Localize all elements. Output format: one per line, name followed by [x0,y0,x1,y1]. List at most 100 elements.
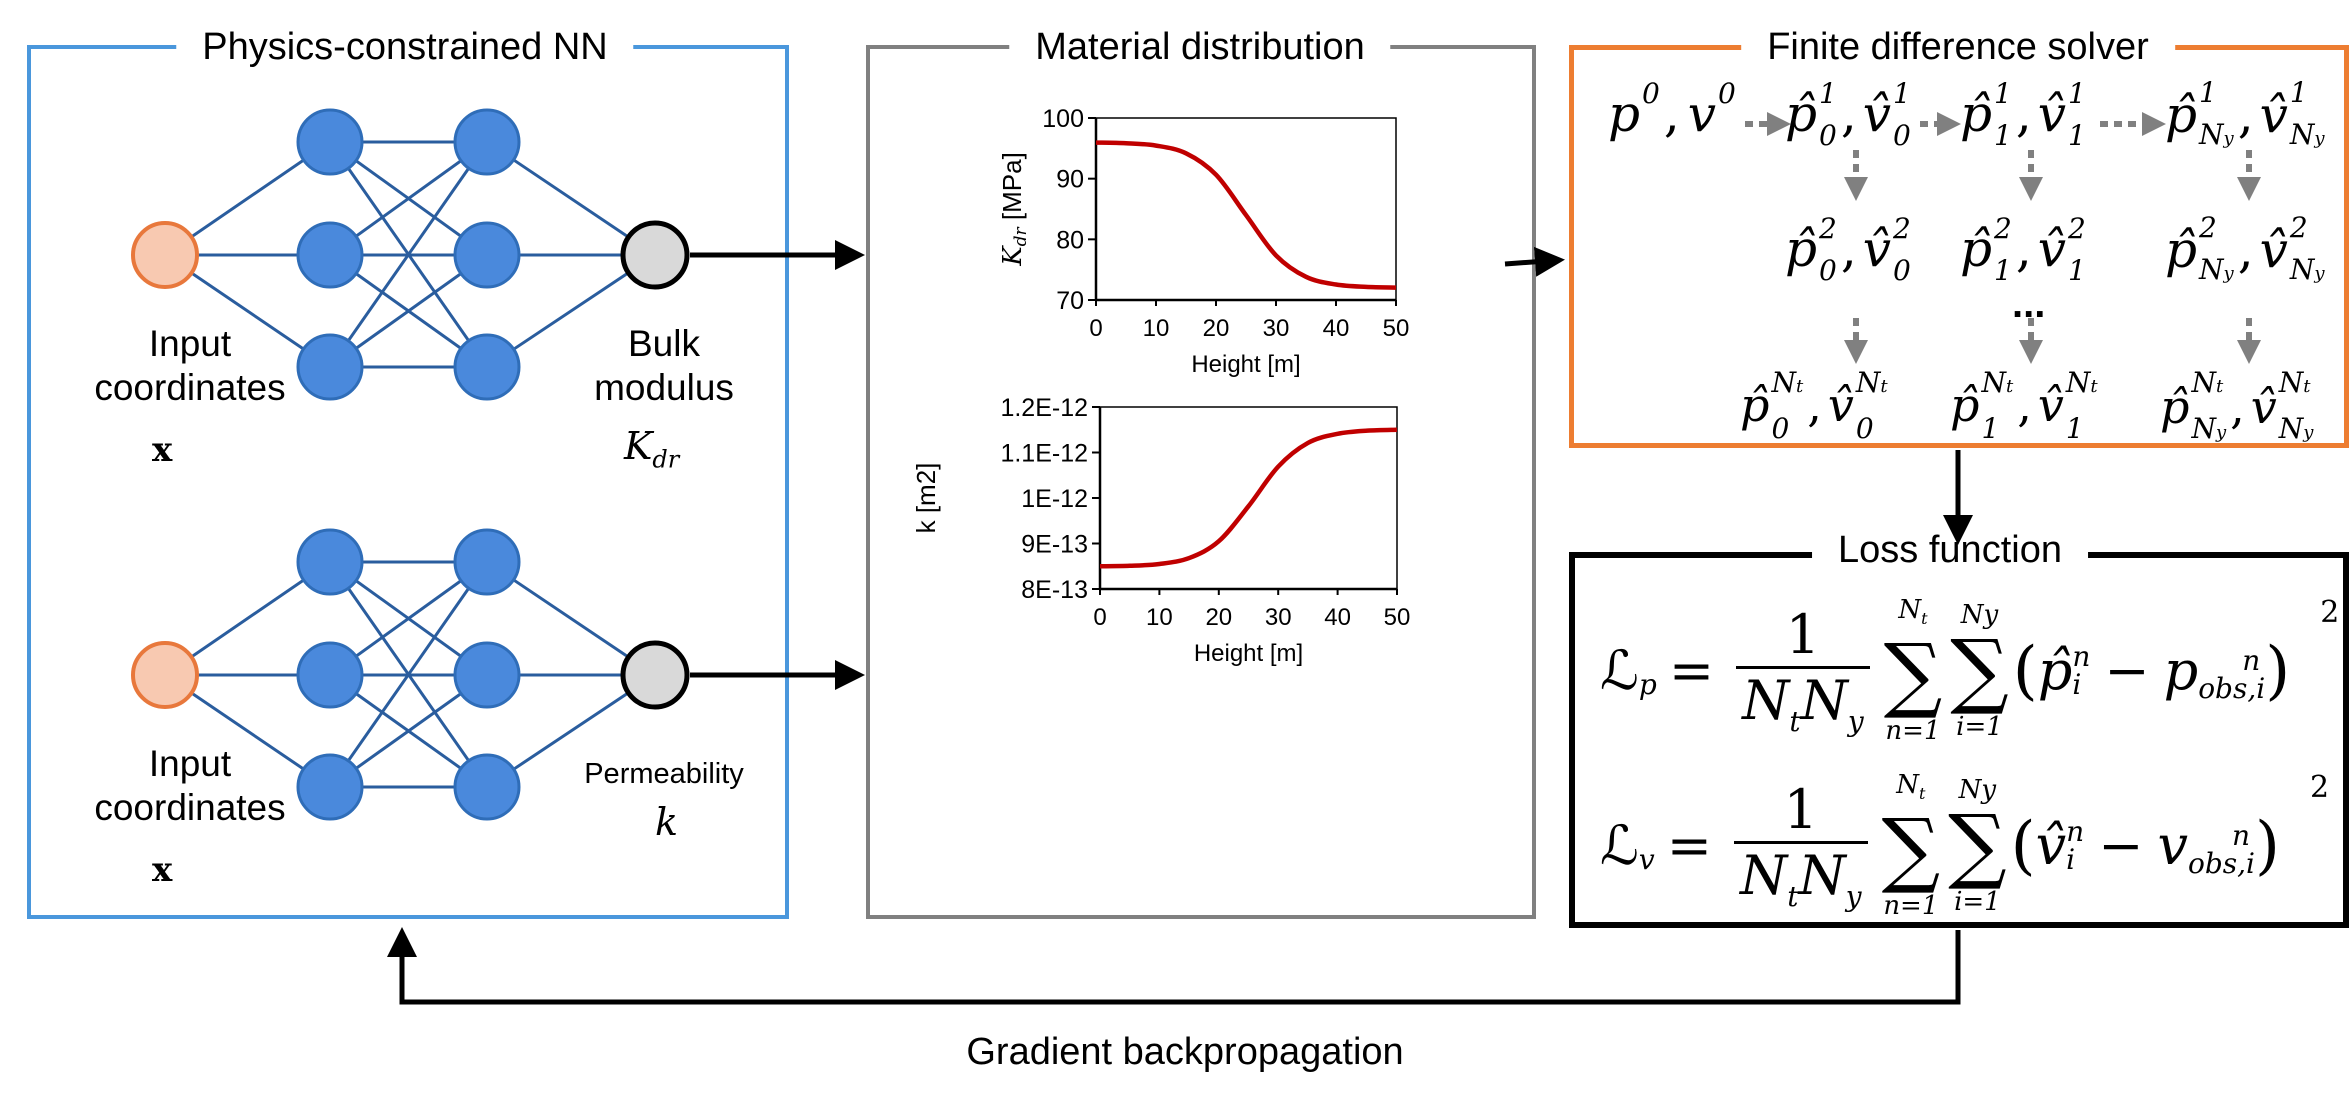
sum-over-time: Nt∑n=1 [1881,770,1941,922]
hidden-node [453,753,521,821]
y-tick-label: 90 [1056,166,1084,194]
superscript: 1 [2068,77,2086,110]
superscript: 2 [2199,211,2217,244]
y-tick-label: 1.2E-12 [1000,394,1088,422]
v-hat-symbol: v̂ [2259,221,2288,279]
network-edge [328,141,489,368]
hidden-node [296,333,364,401]
bottom-input-symbol: x [152,850,173,890]
p-hat-symbol: p̂ [2165,221,2198,279]
bulk-modulus-network [131,108,690,401]
x-tick-label: 40 [1323,315,1350,342]
subscript: Ny [2191,412,2227,445]
x-axis-label: Height [m] [1191,351,1300,378]
top-output-symbol: Kdr [624,424,679,474]
subscript: 1 [1994,254,2012,287]
subscript: 1 [1994,119,2012,152]
subscript: Ny [2199,118,2234,151]
hidden-node [296,528,364,596]
subscript: 1 [2065,412,2084,445]
v-hat-symbol: v̂ [2037,378,2064,432]
y-tick-label: 1.1E-12 [1000,440,1088,468]
p-hat-symbol: p̂ [1785,85,1818,143]
v-symbol: v [1687,85,1716,143]
p-hat-symbol: p̂ [1960,85,1993,143]
numerator: 1 [1783,778,1818,842]
output-node [620,220,690,290]
p-hat-symbol: p̂ [1950,378,1980,432]
p-hat-symbol: p̂ [2165,86,2198,144]
superscript: Nt [1855,366,1888,399]
data-line [1099,427,1398,569]
subscript: 0 [1855,412,1874,445]
subscript: Ny [2278,412,2314,445]
input-node [131,641,199,709]
y-tick-label: 80 [1056,226,1084,254]
v-hat-symbol: v̂ [1862,220,1891,278]
solver-panel-title: Finite difference solver [1741,25,2175,69]
subscript: 0 [1893,254,1911,287]
denominator: NtNy [1736,666,1870,738]
predicted-term: v̂ [2035,814,2067,878]
label-line: modulus [594,367,734,408]
y-tick-label: 8E-13 [1021,576,1088,604]
hidden-node [296,641,364,709]
superscript: 1 [1994,77,2012,110]
data-line [1095,140,1397,290]
script: Nt 0 [1856,369,1888,443]
loss-subscript: v [1638,842,1655,876]
y-label-symbol: K [998,245,1028,267]
superscript: 2 [1994,212,2012,245]
y-axis-label: k [m2] [911,463,941,534]
superscript: 2 [1893,212,1911,245]
bottom-output-symbol: k [655,800,679,844]
superscript: Nt [1981,366,2014,399]
hidden-node [296,108,364,176]
superscript: Nt [2278,366,2311,399]
observed-term: v [2157,814,2188,878]
hidden-node [453,108,521,176]
x-tick-label: 20 [1203,315,1230,342]
v-hat-symbol: v̂ [2037,220,2066,278]
y-tick-label: 100 [1042,105,1084,133]
network-edge [328,561,489,788]
x-tick-label: 40 [1324,604,1351,631]
subscript: 0 [1771,412,1790,445]
hidden-node [453,528,521,596]
power: 2 [2309,770,2330,806]
x-tick-label: 0 [1089,315,1102,342]
solver-initial-state: p0​, v0​ [1608,77,1736,144]
x-tick-label: 0 [1093,604,1106,631]
v-hat-symbol: v̂ [1862,85,1891,143]
material-panel-title: Material distribution [1009,25,1391,69]
feedback-label: Gradient backpropagation [966,1031,1404,1073]
label-line: coordinates [94,367,286,408]
output-node [620,640,690,710]
y-label-unit: [MPa] [997,152,1027,227]
y-axis-label: Kdr [MPa] [997,152,1031,267]
x-tick-label: 10 [1146,604,1173,631]
nn-panel-title: Physics-constrained NN [176,25,634,69]
superscript: 2 [1819,212,1837,245]
bottom-output-label: Permeability [584,758,744,790]
superscript: 1 [1893,77,1911,110]
loss-subscript: p [1638,667,1657,701]
